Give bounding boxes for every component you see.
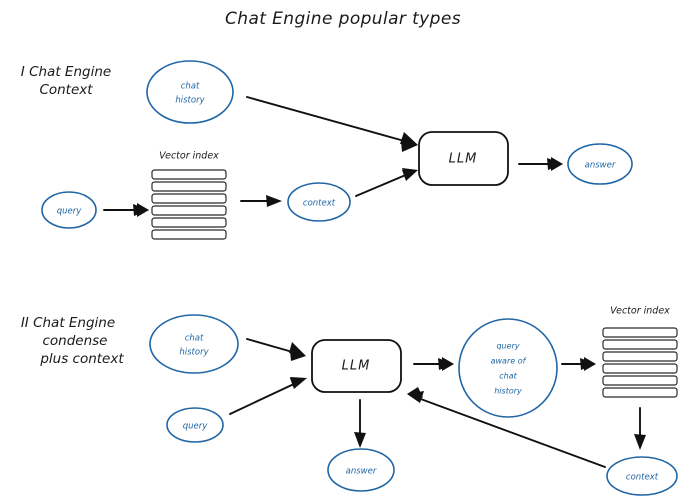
node-chat-history-2[interactable]: chat history [149, 314, 239, 374]
edge-llm-to-answer-1 [518, 157, 563, 171]
node-answer-2[interactable]: answer [327, 448, 395, 492]
edge-query-to-llm-2 [229, 377, 307, 415]
edge-chathistory-to-llm-1 [246, 96, 418, 152]
chat-history-ellipse-1[interactable] [146, 60, 234, 124]
vector-index-row [602, 327, 678, 338]
answer-label-1: answer [585, 161, 616, 171]
vector-index-row [151, 169, 227, 180]
context-ellipse-1[interactable] [287, 182, 351, 222]
vector-index-row [151, 193, 227, 204]
section-one-label-line-1: I Chat Engine [21, 64, 111, 80]
vector-index-row [602, 339, 678, 350]
answer-label-2: answer [346, 467, 377, 477]
answer-ellipse-1[interactable] [567, 143, 633, 185]
vector-index-row [602, 363, 678, 374]
node-query-aware-chat-history[interactable]: query aware of chat history [458, 318, 558, 418]
section-one: I Chat Engine Context chat history Vecto… [21, 60, 633, 240]
node-query-2[interactable]: query [166, 407, 224, 443]
node-answer-1[interactable]: answer [567, 143, 633, 185]
llm-label-2: LLM [342, 359, 371, 374]
chat-history-label-2-line-1: chat [185, 334, 204, 344]
llm-label-1: LLM [449, 152, 478, 167]
vector-index-2: Vector index [602, 306, 678, 398]
section-one-label-line-2: Context [39, 82, 93, 98]
query-aware-label-line-1: query [496, 342, 519, 351]
query-label-2: query [183, 422, 209, 432]
edge-context-to-llm-1 [355, 168, 418, 197]
node-llm-2[interactable]: LLM [311, 339, 402, 393]
section-two-label-line-2: condense [42, 333, 107, 349]
vector-index-row [602, 375, 678, 386]
edge-context-to-llm-2 [407, 387, 606, 468]
llm-box-2[interactable] [311, 339, 402, 393]
query-ellipse-1[interactable] [41, 191, 97, 229]
edge-queryaware-to-index-2 [561, 357, 596, 371]
section-two: II Chat Engine condense plus context cha… [21, 306, 678, 496]
node-query-1[interactable]: query [41, 191, 97, 229]
node-context-1[interactable]: context [287, 182, 351, 222]
vector-index-rows-2 [602, 327, 678, 398]
vector-index-row [151, 217, 227, 228]
llm-box-1[interactable] [418, 131, 509, 186]
query-aware-label-line-2: aware of [491, 357, 527, 366]
node-context-2[interactable]: context [606, 456, 678, 496]
query-label-1: query [57, 207, 83, 217]
vector-index-row [602, 351, 678, 362]
chat-history-ellipse-2[interactable] [149, 314, 239, 374]
chat-history-label-2-line-2: history [179, 348, 209, 358]
query-aware-circle[interactable] [458, 318, 558, 418]
vector-index-row [151, 181, 227, 192]
node-llm-1[interactable]: LLM [418, 131, 509, 186]
edge-llm-to-answer-2 [354, 399, 366, 448]
context-label-1: context [303, 199, 336, 209]
vector-index-label-1: Vector index [159, 151, 219, 162]
vector-index-1: Vector index [151, 151, 227, 240]
page-title: Chat Engine popular types [225, 9, 461, 29]
query-aware-label-line-4: history [494, 387, 522, 396]
query-ellipse-2[interactable] [166, 407, 224, 443]
vector-index-row [151, 205, 227, 216]
edge-index-to-context-2 [634, 407, 646, 450]
edge-query-to-index-1 [103, 203, 149, 217]
context-ellipse-2[interactable] [606, 456, 678, 496]
chat-history-label-1-line-1: chat [181, 82, 200, 92]
query-aware-label-line-3: chat [499, 372, 517, 381]
section-two-label-line-3: plus context [39, 351, 124, 367]
node-chat-history-1[interactable]: chat history [146, 60, 234, 124]
chat-history-label-1-line-2: history [175, 96, 205, 106]
answer-ellipse-2[interactable] [327, 448, 395, 492]
vector-index-rows-1 [151, 169, 227, 240]
section-two-label-line-1: II Chat Engine [21, 315, 115, 331]
vector-index-label-2: Vector index [610, 306, 670, 317]
vector-index-row [602, 387, 678, 398]
edge-llm-to-queryaware-2 [413, 357, 454, 371]
edge-chathistory-to-llm-2 [246, 338, 306, 361]
context-label-2: context [626, 473, 659, 483]
edge-index-to-context-1 [240, 195, 282, 207]
vector-index-row [151, 229, 227, 240]
